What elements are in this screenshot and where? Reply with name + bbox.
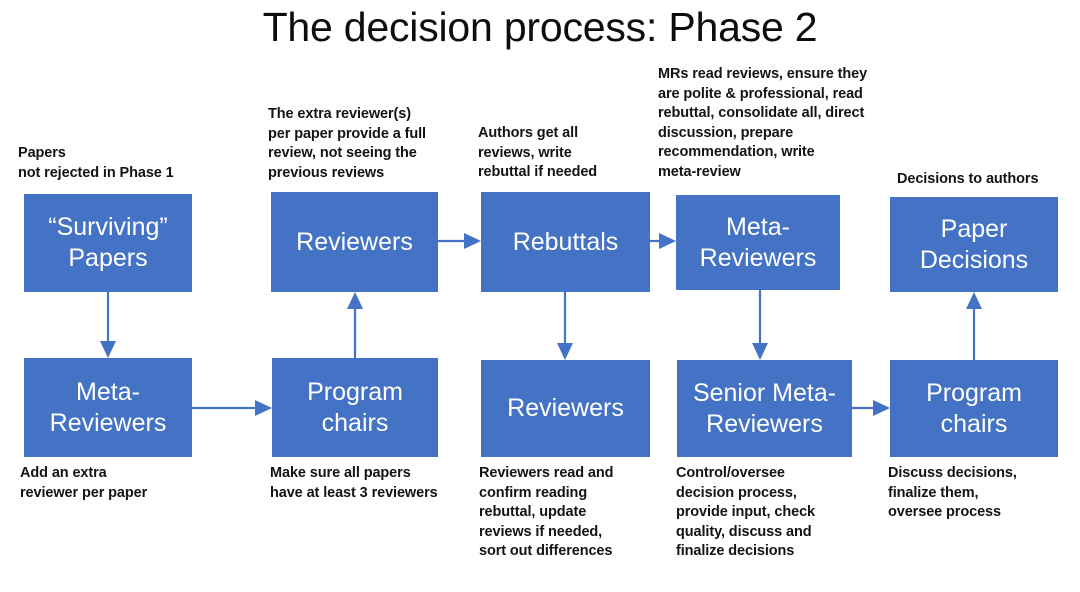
node-senior-meta-reviewers-line1: Senior Meta- xyxy=(692,378,837,407)
caption-add-an-extra: Add an extra reviewer per paper xyxy=(20,465,148,501)
node-program-chairs-right-line2: chairs xyxy=(940,409,1008,438)
node-surviving-papers-line2: Papers xyxy=(68,244,148,272)
connector-meta-reviewers-to-senior-meta-reviewers xyxy=(752,290,768,360)
caption-extra-reviewers: The extra reviewer(s) per paper provide … xyxy=(268,106,426,181)
node-paper-decisions[interactable]: Paper Decisions xyxy=(890,197,1058,292)
node-rebuttals-line1: Rebuttals xyxy=(512,227,619,256)
node-meta-reviewers-top-line1: Meta- xyxy=(726,212,790,241)
caption-papers-not-rejected: Papers not rejected in Phase 1 xyxy=(18,145,174,181)
node-meta-reviewers-bottom[interactable]: Meta- Reviewers xyxy=(24,358,192,457)
connector-reviewers-to-rebuttals xyxy=(438,233,481,249)
caption-authors-get-all: Authors get all reviews, write rebuttal … xyxy=(478,125,598,181)
node-paper-decisions-line1: Paper xyxy=(940,214,1008,243)
node-reviewers-top[interactable]: Reviewers xyxy=(271,192,438,292)
connector-program-chairs-to-reviewers xyxy=(347,292,363,358)
node-reviewers-bottom[interactable]: Reviewers xyxy=(481,360,650,457)
connector-surviving-papers-to-meta-reviewers xyxy=(100,292,116,358)
connector-rebuttals-to-reviewers-bottom xyxy=(557,292,573,360)
caption-discuss-decisions: Discuss decisions, finalize them, overse… xyxy=(888,465,1017,521)
node-senior-meta-reviewers[interactable]: Senior Meta- Reviewers xyxy=(677,360,852,457)
caption-make-sure-all: Make sure all papers have at least 3 rev… xyxy=(270,465,438,501)
node-paper-decisions-line2: Decisions xyxy=(919,245,1029,274)
connector-program-chairs-to-paper-decisions xyxy=(966,292,982,360)
node-program-chairs-right[interactable]: Program chairs xyxy=(890,360,1058,457)
node-meta-reviewers-top[interactable]: Meta- Reviewers xyxy=(676,195,840,290)
connector-meta-reviewers-to-program-chairs xyxy=(192,400,272,416)
node-senior-meta-reviewers-line2: Reviewers xyxy=(706,409,823,438)
node-program-chairs-left-line2: chairs xyxy=(321,408,389,437)
node-program-chairs-right-line1: Program xyxy=(926,378,1022,407)
node-program-chairs-left[interactable]: Program chairs xyxy=(272,358,438,457)
node-meta-reviewers-top-line2: Reviewers xyxy=(699,243,817,272)
caption-control-oversee: Control/oversee decision process, provid… xyxy=(676,465,815,560)
node-surviving-papers[interactable]: “Surviving” Papers xyxy=(24,194,192,292)
caption-reviewers-read: Reviewers read and confirm reading rebut… xyxy=(479,465,614,560)
node-surviving-papers-line1: “Surviving” xyxy=(48,213,168,241)
connector-senior-meta-reviewers-to-program-chairs xyxy=(852,400,890,416)
connector-rebuttals-to-meta-reviewers xyxy=(650,233,676,249)
page-title: The decision process: Phase 2 xyxy=(262,4,818,50)
node-rebuttals[interactable]: Rebuttals xyxy=(481,192,650,292)
caption-mrs-read-reviews: MRs read reviews, ensure they are polite… xyxy=(658,66,868,180)
node-meta-reviewers-bottom-line2: Reviewers xyxy=(49,408,167,437)
node-reviewers-bottom-line1: Reviewers xyxy=(507,394,624,422)
node-program-chairs-left-line1: Program xyxy=(307,377,403,406)
node-meta-reviewers-bottom-line1: Meta- xyxy=(76,377,140,406)
node-reviewers-top-line1: Reviewers xyxy=(296,227,413,256)
caption-decisions-to-authors: Decisions to authors xyxy=(897,171,1039,187)
